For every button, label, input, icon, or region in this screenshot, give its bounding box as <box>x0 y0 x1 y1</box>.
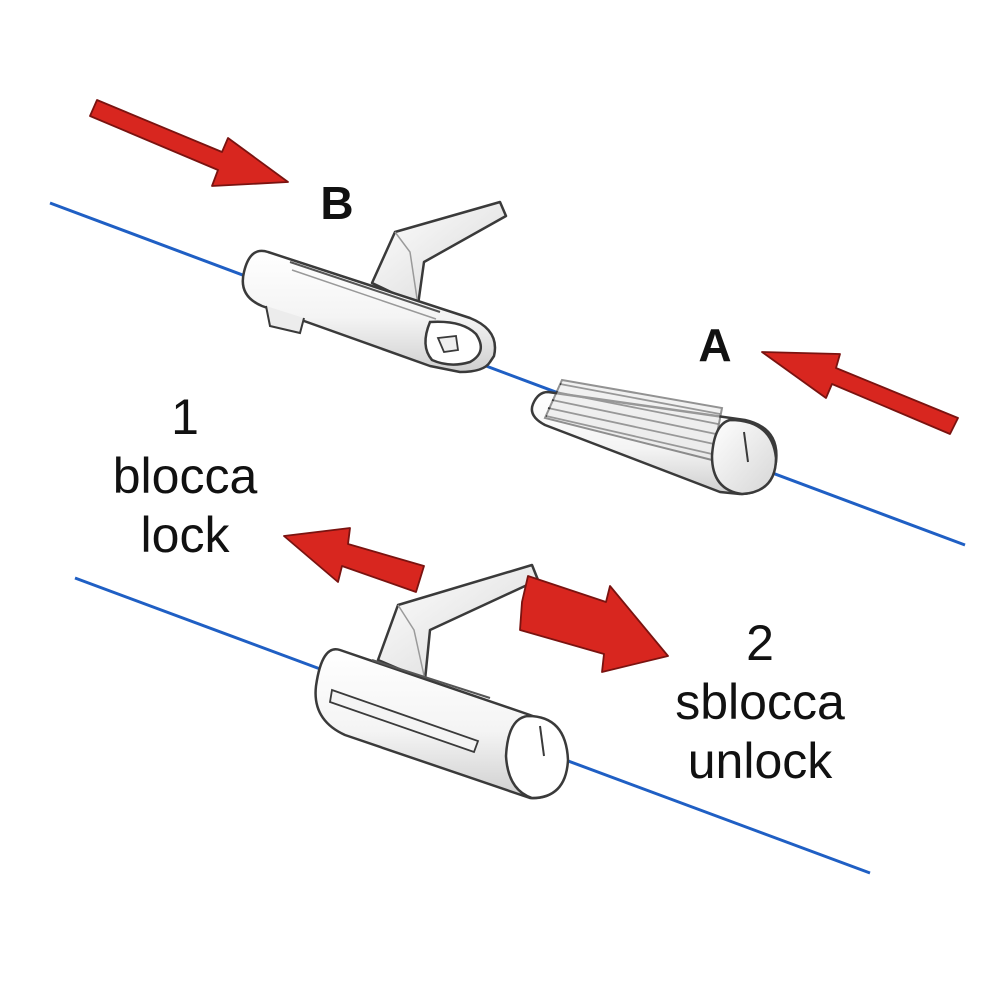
lock-label-group: 1 blocca lock <box>100 392 270 569</box>
clamp-b <box>241 200 508 374</box>
label-b: B <box>320 177 354 229</box>
arrow-unlock <box>519 575 669 673</box>
unlock-label-italian: sblocca <box>675 674 845 730</box>
clamp-bottom <box>314 563 570 800</box>
lock-label-english: lock <box>140 507 230 563</box>
upper-wire <box>49 201 966 547</box>
unlock-label-group: 2 sblocca unlock <box>640 618 880 795</box>
lock-label-italian: blocca <box>112 448 258 504</box>
label-a: A <box>698 319 732 371</box>
unlock-label-english: unlock <box>687 733 833 789</box>
arrow-b <box>89 99 289 187</box>
arrow-lock <box>283 527 425 593</box>
insert-a <box>530 378 778 496</box>
lock-step-number: 1 <box>171 389 199 445</box>
unlock-step-number: 2 <box>746 615 774 671</box>
arrow-a <box>761 351 959 435</box>
